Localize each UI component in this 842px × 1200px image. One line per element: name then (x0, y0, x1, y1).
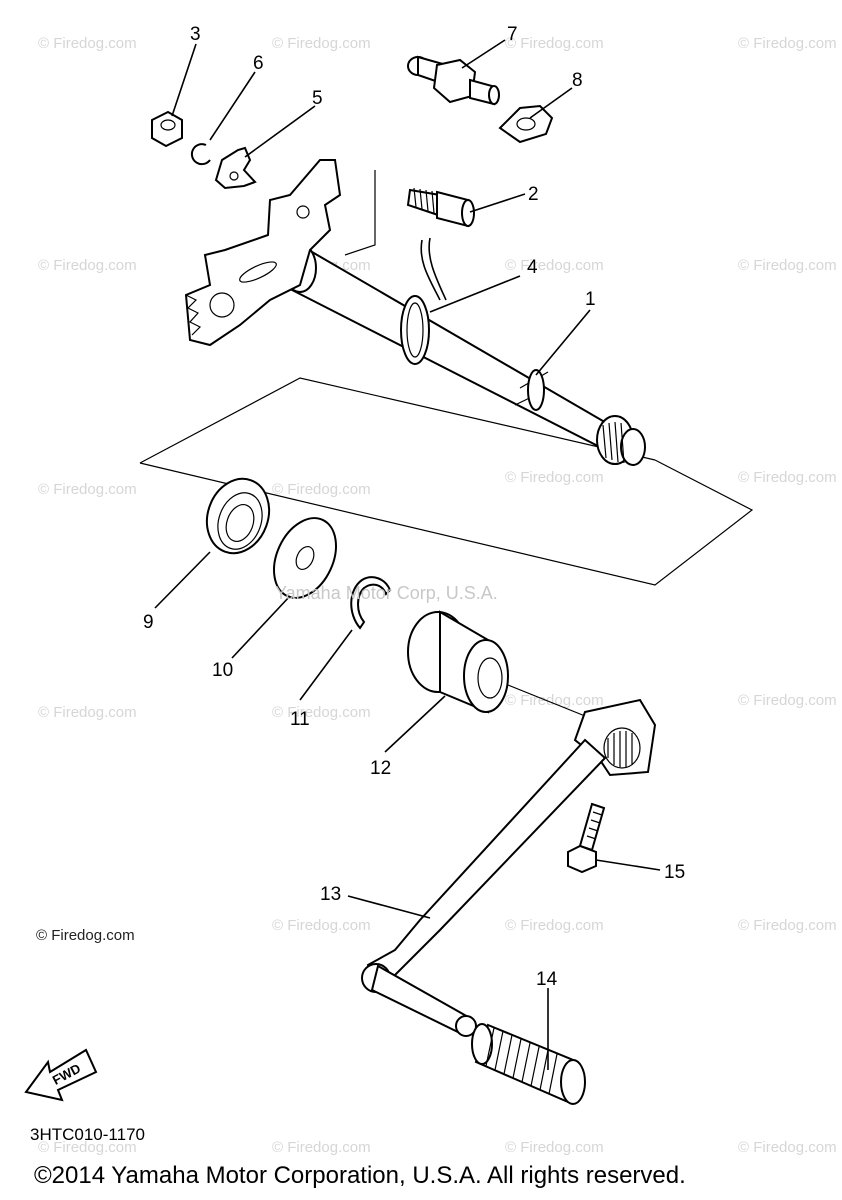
return-spring (400, 237, 447, 365)
circlip (190, 143, 211, 166)
callout-label: 9 (143, 612, 154, 633)
nut (151, 110, 183, 148)
watermark: © Firedog.com (505, 692, 604, 709)
callout-label: 1 (585, 289, 596, 310)
callout-label: 3 (190, 24, 201, 45)
callout-label: 6 (253, 53, 264, 74)
watermark: © Firedog.com (272, 917, 371, 934)
shift-arm-plate (184, 159, 342, 347)
watermark: © Firedog.com (738, 469, 837, 486)
callout-label: 2 (528, 184, 539, 205)
stud-bolt (407, 55, 500, 106)
callout-label: 11 (290, 709, 310, 730)
watermark: © Firedog.com (38, 481, 137, 498)
callout-label: 10 (212, 660, 233, 681)
watermark: © Firedog.com (38, 257, 137, 274)
watermark: © Firedog.com (738, 692, 837, 709)
watermark: © Firedog.com (738, 917, 837, 934)
callout-label: 4 (527, 257, 538, 278)
watermark: © Firedog.com (272, 704, 371, 721)
part-code: 3HTC010-1170 (30, 1125, 145, 1144)
watermark: © Firedog.com (272, 35, 371, 52)
watermark: © Firedog.com (505, 257, 604, 274)
shift-shaft (283, 243, 646, 466)
callout-label: 12 (370, 758, 391, 779)
callout-label: 5 (312, 88, 323, 109)
corp-watermark: Yamaha Motor Corp, U.S.A. (275, 583, 498, 603)
forward-arrow-icon: FWD (24, 1048, 98, 1102)
callout-label: 7 (507, 24, 518, 45)
watermark: © Firedog.com (738, 35, 837, 52)
tab-washer (498, 104, 554, 144)
collar (407, 610, 509, 714)
leader-lines (154, 39, 661, 1070)
callout-label: 13 (320, 884, 341, 905)
assembly-guide-lines (139, 170, 754, 719)
shift-pedal (361, 698, 657, 1037)
watermark: © Firedog.com (38, 35, 137, 52)
firedog-label: © Firedog.com (36, 927, 135, 944)
watermark: © Firedog.com (505, 917, 604, 934)
callout-label: 8 (572, 70, 583, 91)
watermark: © Firedog.com (505, 1139, 604, 1156)
watermark-grid: © Firedog.com © Firedog.com © Firedog.co… (38, 35, 837, 1156)
pedal-rubber (471, 1023, 586, 1105)
watermark: © Firedog.com (38, 704, 137, 721)
watermark: © Firedog.com (505, 35, 604, 52)
watermark: © Firedog.com (272, 481, 371, 498)
copyright-notice: ©2014 Yamaha Motor Corporation, U.S.A. A… (34, 1162, 686, 1189)
pin-bolt (406, 187, 475, 228)
watermark: © Firedog.com (738, 1139, 837, 1156)
watermark: © Firedog.com (272, 1139, 371, 1156)
callout-label: 14 (536, 969, 558, 990)
watermark: © Firedog.com (738, 257, 837, 274)
watermark: © Firedog.com (38, 1139, 137, 1156)
watermark: © Firedog.com (505, 469, 604, 486)
snap-ring (350, 576, 392, 630)
lock-plate (214, 146, 257, 190)
plain-washer (273, 517, 337, 599)
pinch-bolt (567, 802, 606, 874)
oil-seal (205, 477, 271, 555)
callout-label: 15 (664, 862, 685, 883)
callout-numbers: 1 2 3 4 5 6 7 8 9 10 11 12 13 14 15 (143, 24, 685, 990)
